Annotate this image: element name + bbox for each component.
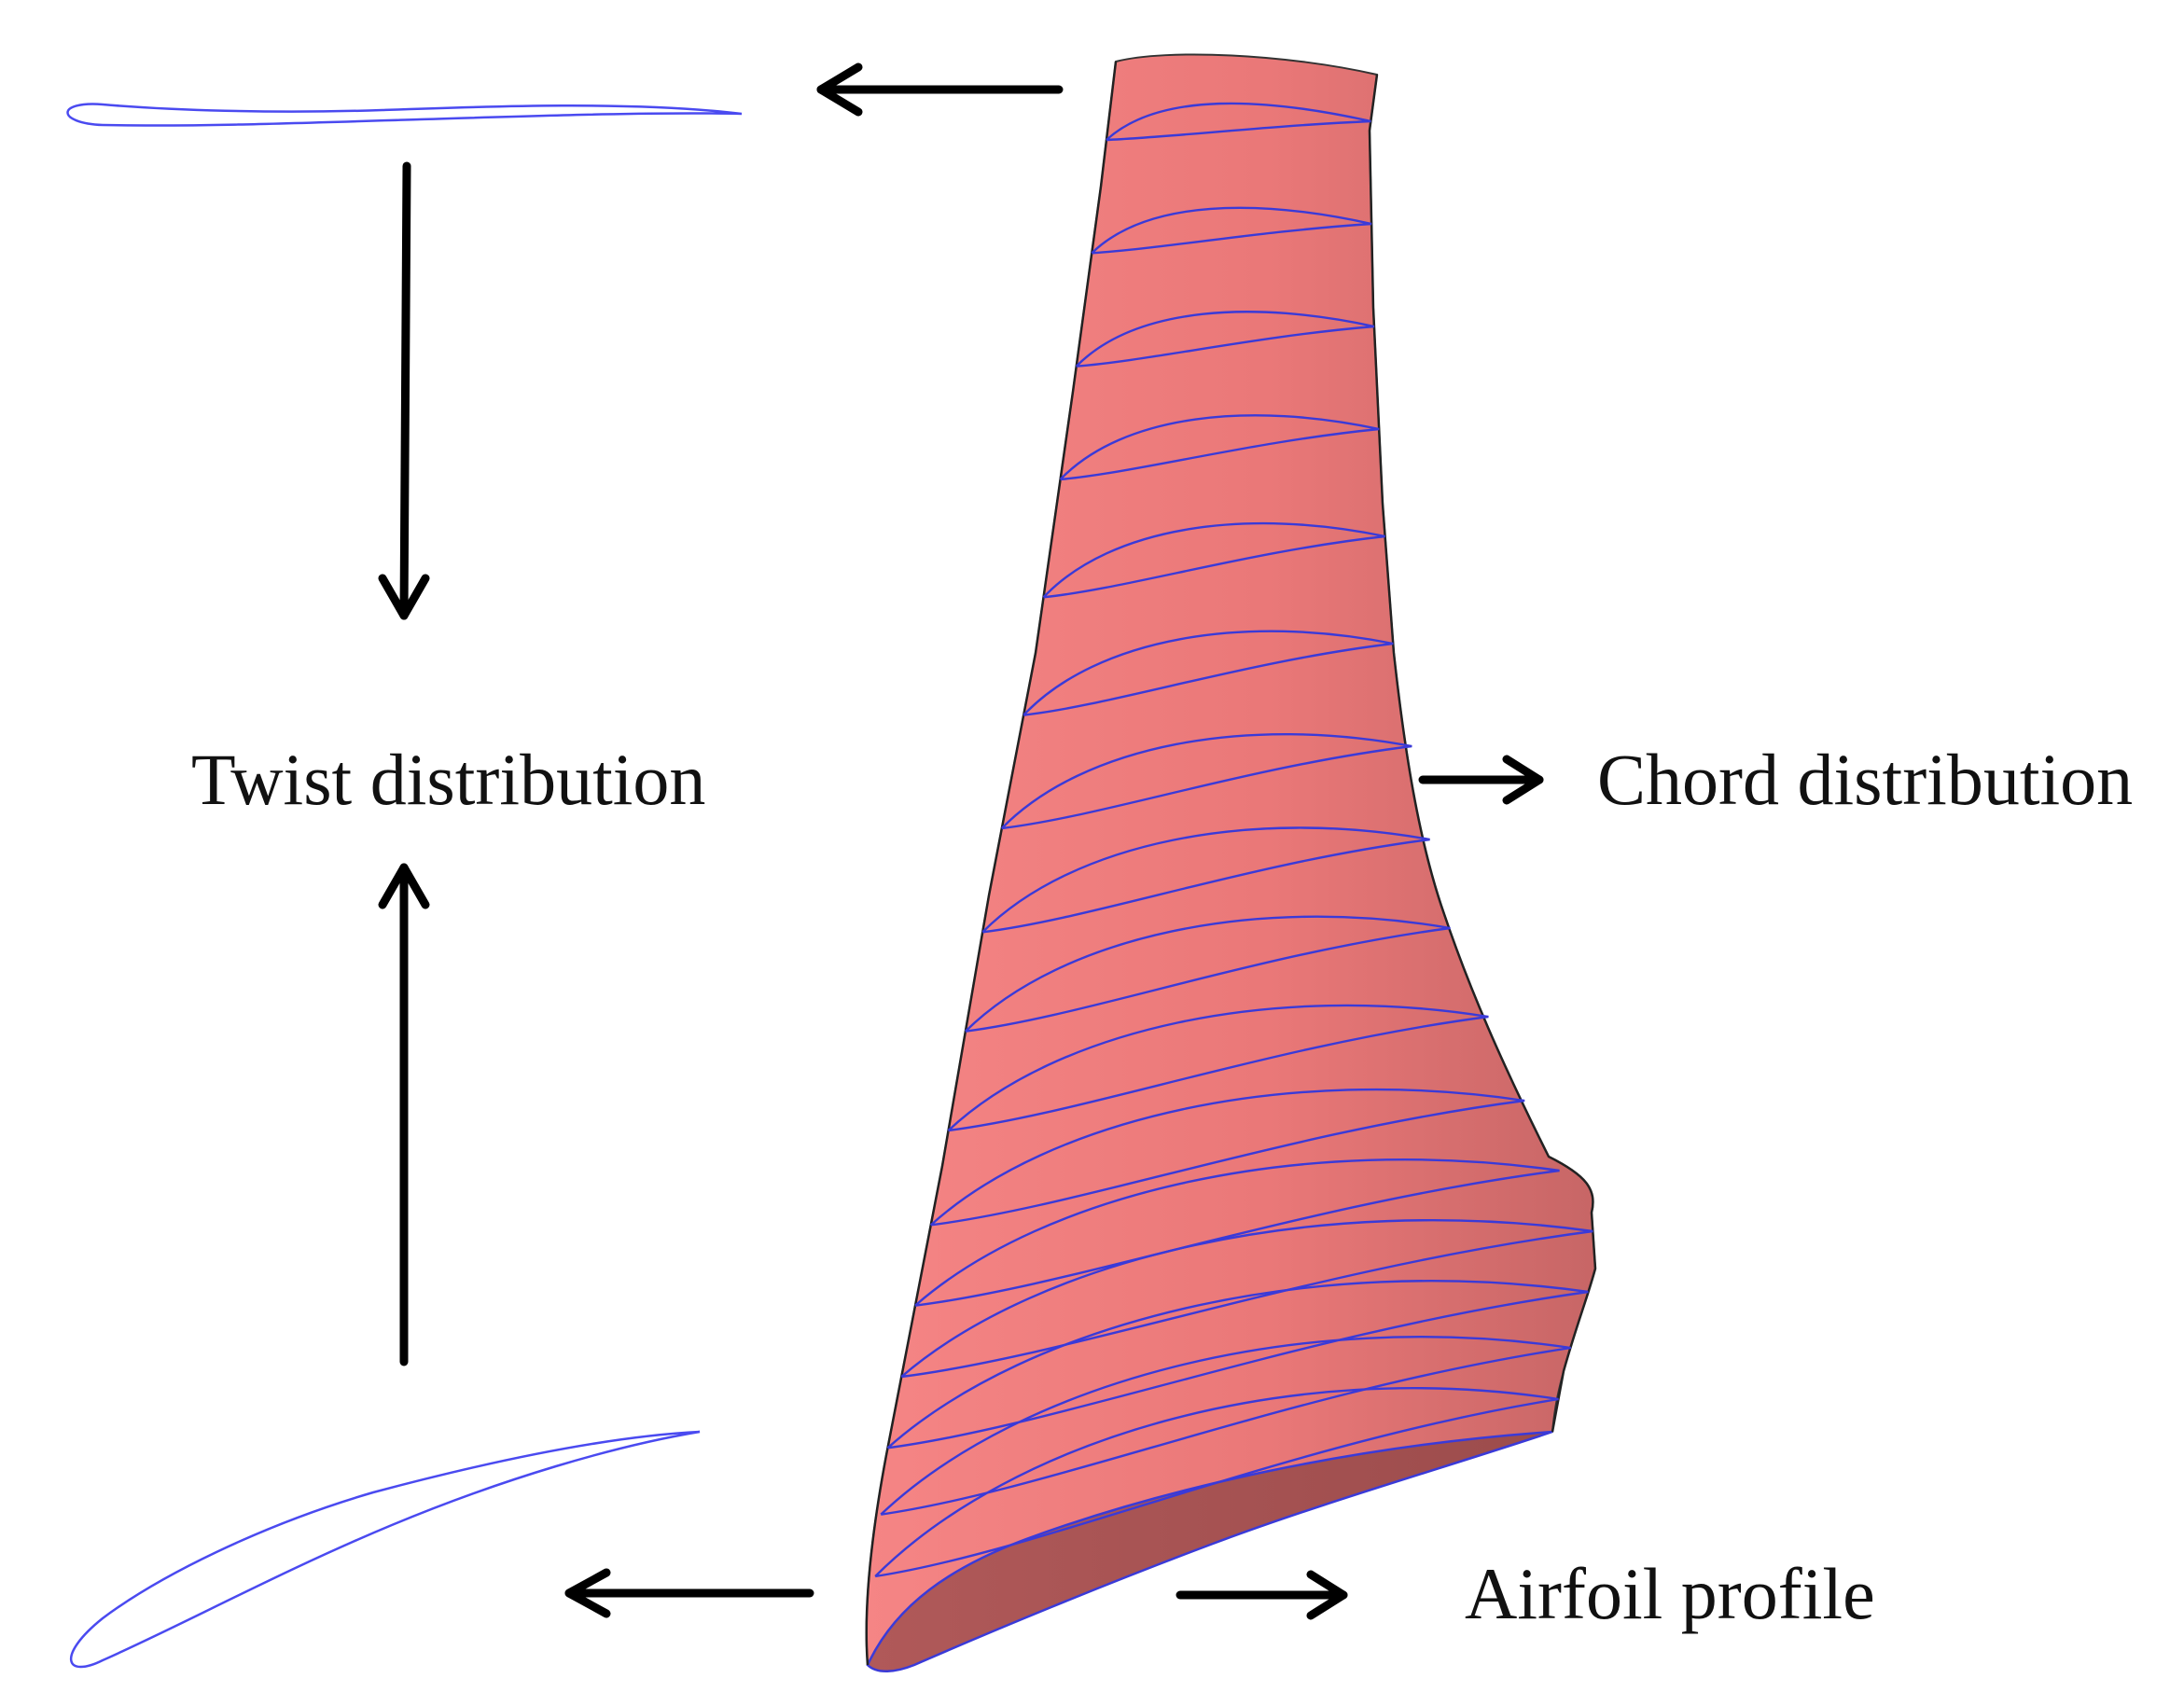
blade-trailing-edge-outline	[1368, 74, 1597, 1433]
blade-section-line	[947, 1004, 1489, 1132]
arrow-to-airfoil-profile	[1175, 1570, 1348, 1620]
turbine-blade-3d	[865, 53, 1597, 1672]
blade-section-line	[1022, 630, 1394, 716]
blade-section-line	[900, 1219, 1593, 1379]
blade-section-line	[965, 915, 1451, 1033]
blade-section-line	[886, 1280, 1589, 1449]
blade-section-line	[874, 1387, 1559, 1578]
blade-section-line	[1091, 206, 1372, 255]
twist-distribution-label: Twist distribution	[191, 739, 705, 820]
blade-section-line	[981, 826, 1430, 934]
blade-section-line	[1059, 414, 1380, 481]
blade-section-line	[914, 1158, 1560, 1307]
tip-airfoil-profile	[66, 103, 743, 127]
arrow-root-to-airfoil	[564, 1568, 814, 1618]
arrow-tip-to-airfoil	[816, 62, 1064, 117]
blade-surface	[865, 53, 1597, 1667]
blade-section-line	[1106, 102, 1371, 142]
airfoil-profile-label: Airfoil profile	[1465, 1553, 1875, 1634]
blade-leading-edge-outline	[865, 61, 1118, 1666]
blade-section-line	[1042, 521, 1385, 599]
arrow-to-chord	[1418, 755, 1544, 805]
arrow-down-to-twist	[378, 161, 430, 620]
blade-section-line	[929, 1088, 1525, 1227]
blade-section-line	[880, 1336, 1571, 1516]
blade-section-line	[1075, 311, 1375, 368]
blade-cross-sections	[874, 102, 1593, 1578]
chord-distribution-label: Chord distribution	[1597, 739, 2133, 820]
arrow-up-to-twist	[378, 863, 430, 1366]
root-airfoil-profile	[70, 1430, 701, 1669]
blade-section-line	[1000, 732, 1412, 830]
